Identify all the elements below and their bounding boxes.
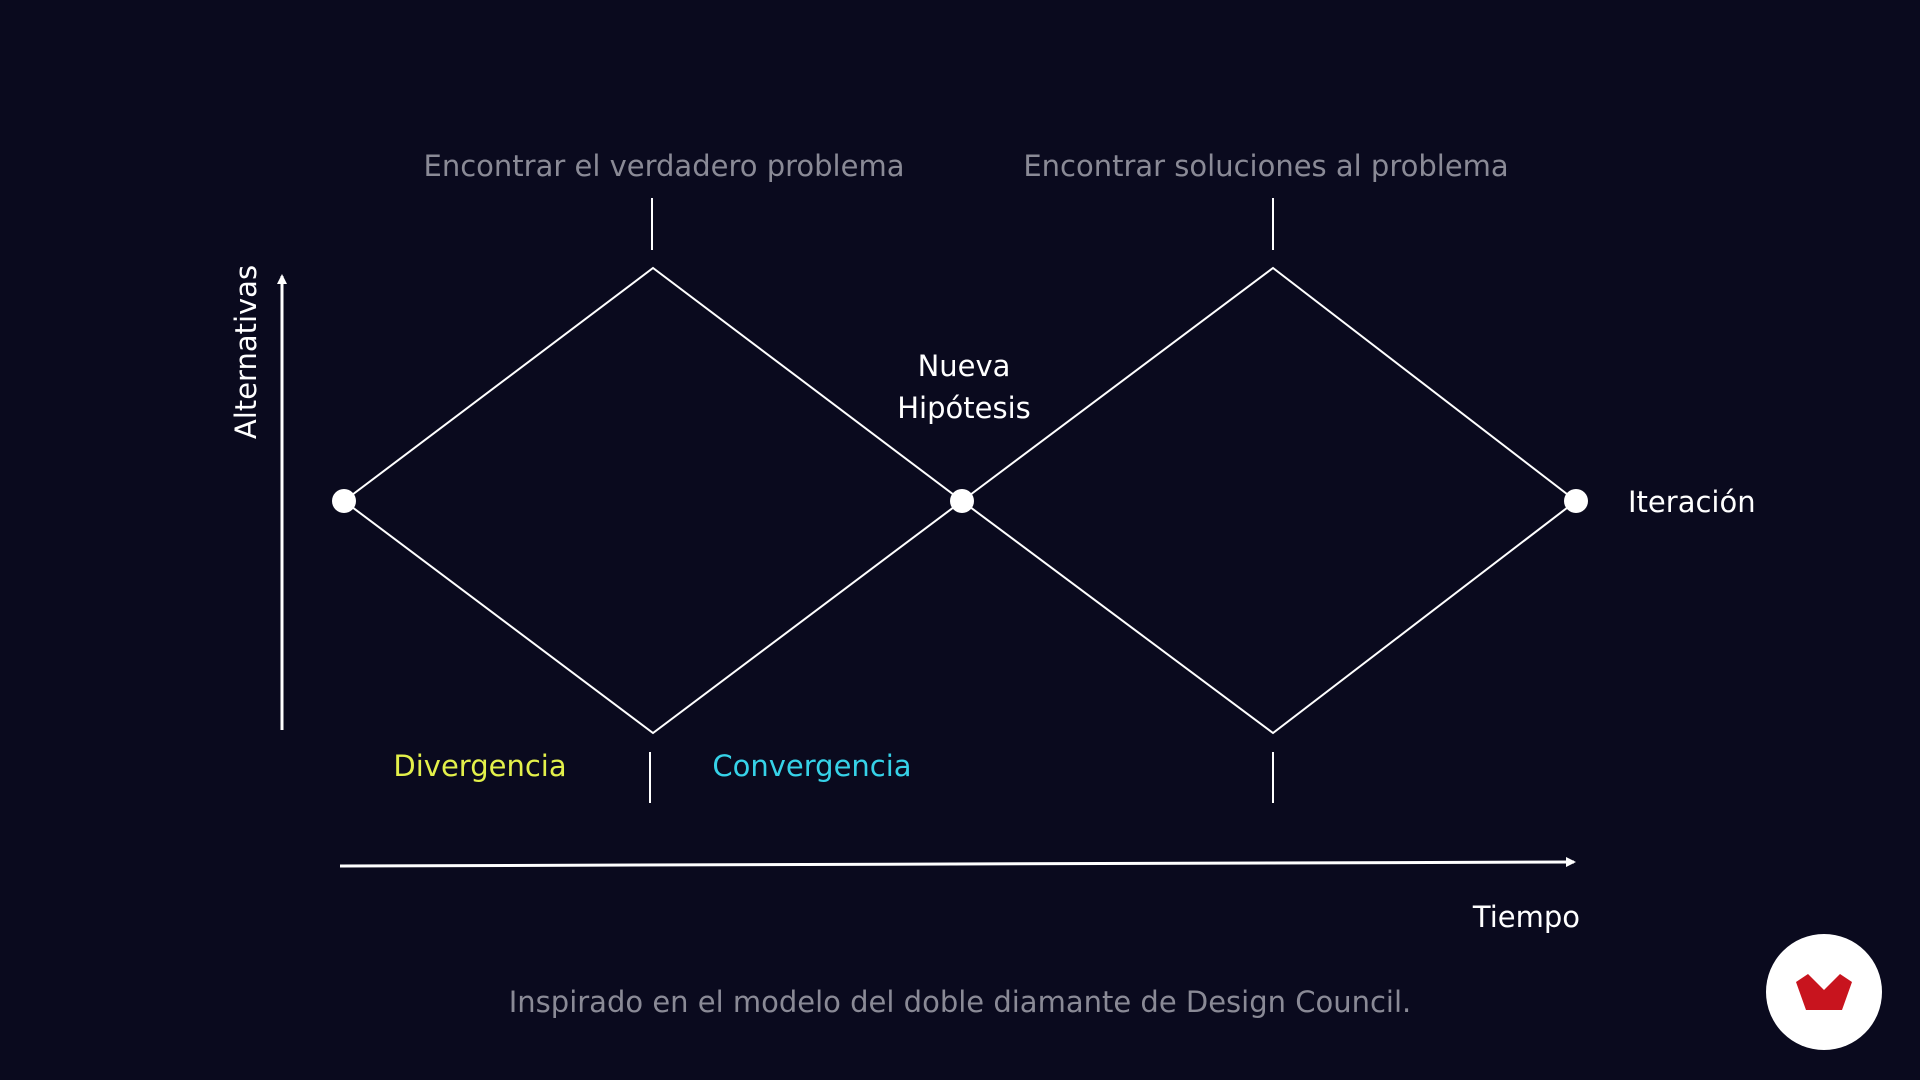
start-node [332,489,356,513]
brand-logo-badge[interactable] [1766,934,1882,1050]
hypothesis-label-line1: Nueva [918,349,1011,383]
diamond-problem [342,266,964,735]
iteration-label: Iteración [1628,485,1756,519]
x-axis-arrow [339,857,1576,868]
convergence-label: Convergencia [712,749,911,783]
iteration-node [1564,489,1588,513]
diamond-solutions [960,266,1578,735]
phase-label-problem: Encontrar el verdadero problema [424,149,905,183]
source-caption: Inspirado en el modelo del doble diamant… [508,985,1412,1019]
phase-label-solutions: Encontrar soluciones al problema [1023,149,1508,183]
x-axis-label: Tiempo [1472,900,1580,934]
divergence-label: Divergencia [393,749,566,783]
hypothesis-label-line2: Hipótesis [897,391,1031,425]
brand-chevron-logo-icon [1796,974,1852,1010]
hypothesis-node [950,489,974,513]
y-axis-label: Alternativas [229,265,263,439]
